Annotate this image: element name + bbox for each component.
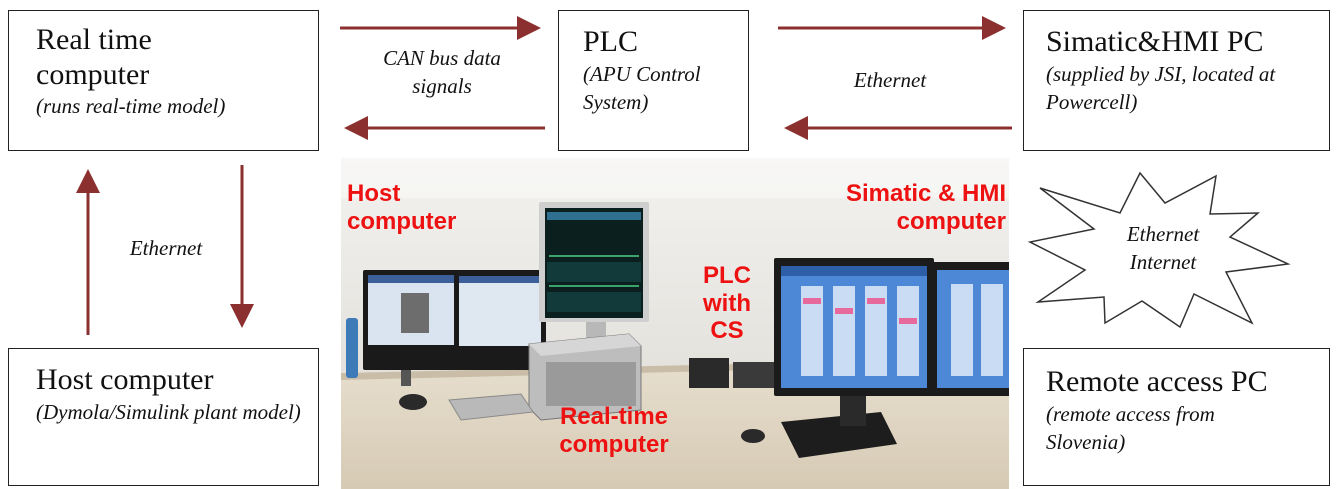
lab-setup-photo: Host computer Simatic & HMI computer PLC… [341,158,1009,489]
simatic-hmi-subtitle: (supplied by JSI, located at Powercell) [1046,61,1276,114]
remote-access-subtitle: (remote access from Slovenia) [1046,401,1215,454]
ethernet-internet-label: Ethernet Internet [1126,222,1200,275]
realtime-computer-box: Real time computer (runs real-time model… [8,10,319,151]
simatic-hmi-title: Simatic&HMI PC [1046,25,1264,58]
plc-subtitle: (APU Control System) [583,61,701,114]
host-computer-title: Host computer [36,363,214,396]
ethernet-top-label: Ethernet [853,68,927,92]
photo-label-plc: PLC with CS [703,262,751,345]
ethernet-left-label: Ethernet [129,236,203,260]
realtime-computer-subtitle: (runs real-time model) [36,94,226,118]
plc-box: PLC (APU Control System) [558,10,749,151]
lab-photo-illustration [341,158,1009,489]
host-computer-box: Host computer (Dymola/Simulink plant mod… [8,348,319,486]
plc-title: PLC [583,25,639,58]
realtime-computer-title: Real time computer [36,23,152,91]
photo-label-host: Host computer [347,180,457,235]
can-bus-label: CAN bus data signals [383,46,501,99]
simatic-hmi-box: Simatic&HMI PC (supplied by JSI, located… [1023,10,1330,151]
host-computer-subtitle: (Dymola/Simulink plant model) [36,399,301,424]
internet-burst-shape [1027,171,1291,329]
photo-label-simatic: Simatic & HMI computer [845,180,1006,235]
remote-access-box: Remote access PC (remote access from Slo… [1023,348,1330,486]
remote-access-title: Remote access PC [1046,365,1268,398]
photo-label-realtime: Real-time computer [559,403,669,458]
